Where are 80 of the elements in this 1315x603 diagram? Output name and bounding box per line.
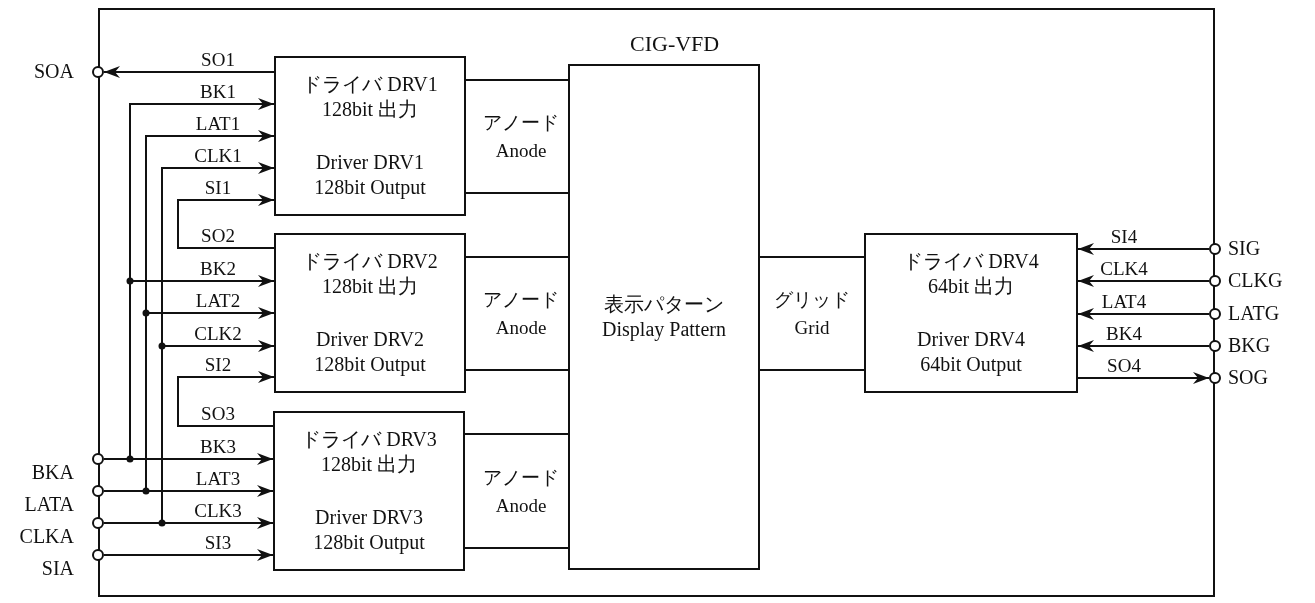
signal-label: LAT2	[195, 290, 241, 312]
signal-label: CLK3	[194, 500, 242, 522]
terminal-label: SOG	[1228, 365, 1268, 390]
signal-label: LAT4	[1101, 291, 1147, 313]
line-type-label: アノード Anode	[482, 466, 560, 518]
connection-line	[465, 256, 569, 258]
signal-arrow	[103, 485, 274, 497]
block-label: Driver DRV2 128bit Output	[313, 327, 427, 377]
signal-label: SI3	[204, 532, 232, 554]
signal-label: LAT1	[195, 113, 241, 135]
driver-block	[274, 233, 466, 393]
terminal-label: BKA	[31, 460, 74, 485]
signal-arrow	[1077, 340, 1210, 352]
terminal-circle	[92, 485, 104, 497]
display-block	[568, 64, 760, 570]
terminal-circle	[92, 517, 104, 529]
signal-label: BK2	[200, 258, 236, 280]
terminal-label: SOA	[34, 59, 74, 84]
signal-label: SI2	[204, 354, 232, 376]
block-label: Driver DRV1 128bit Output	[313, 150, 427, 200]
signal-arrow	[1077, 308, 1210, 320]
signal-arrow	[1077, 372, 1210, 384]
terminal-label: BKG	[1228, 333, 1271, 358]
block-label: ドライバ DRV3 128bit 出力	[300, 427, 438, 477]
frame-label: CIG-VFD	[630, 30, 720, 58]
signal-label: CLK1	[194, 145, 242, 167]
signal-arrow	[177, 371, 275, 427]
terminal-label: CLKA	[19, 524, 74, 549]
terminal-label: SIA	[41, 556, 74, 581]
terminal-label: LATA	[24, 492, 74, 517]
terminal-circle	[92, 453, 104, 465]
signal-arrow	[103, 549, 274, 561]
connection-line	[465, 79, 569, 81]
block-label: 表示パターン Display Pattern	[601, 292, 727, 342]
system-frame	[98, 8, 1215, 597]
connection-line	[464, 547, 569, 549]
driver-block	[274, 56, 466, 216]
block-label: Driver DRV3 128bit Output	[312, 505, 426, 555]
terminal-circle	[1209, 275, 1221, 287]
connection-line	[465, 369, 569, 371]
signal-label: SO3	[201, 403, 235, 425]
block-label: ドライバ DRV1 128bit 出力	[301, 72, 439, 122]
signal-label: SO1	[201, 49, 235, 71]
terminal-circle	[1209, 243, 1221, 255]
signal-label: BK4	[1106, 323, 1142, 345]
connection-line	[759, 256, 865, 258]
connection-line	[464, 433, 569, 435]
terminal-circle	[1209, 308, 1221, 320]
block-label: ドライバ DRV4 64bit 出力	[902, 249, 1040, 299]
terminal-label: SIG	[1228, 236, 1261, 261]
terminal-circle	[1209, 340, 1221, 352]
block-label: Driver DRV4 64bit Output	[916, 327, 1026, 377]
signal-arrow	[103, 517, 274, 529]
signal-label: SO2	[201, 225, 235, 247]
signal-arrow	[1077, 275, 1210, 287]
line-type-label: アノード Anode	[482, 111, 560, 163]
signal-label: BK1	[200, 81, 236, 103]
signal-label: SO4	[1107, 355, 1141, 377]
signal-arrow	[177, 194, 275, 249]
connection-line	[465, 192, 569, 194]
terminal-label: CLKG	[1228, 268, 1283, 293]
driver-block	[864, 233, 1078, 393]
signal-label: CLK4	[1100, 258, 1148, 280]
signal-arrow	[103, 453, 274, 465]
terminal-circle	[1209, 372, 1221, 384]
block-label: ドライバ DRV2 128bit 出力	[301, 249, 439, 299]
signal-label: SI4	[1110, 226, 1138, 248]
signal-arrow	[1077, 243, 1210, 255]
connection-line	[759, 369, 865, 371]
signal-label: LAT3	[195, 468, 241, 490]
signal-arrow	[103, 66, 275, 78]
terminal-label: LATG	[1228, 301, 1280, 326]
terminal-circle	[92, 66, 104, 78]
driver-block	[273, 411, 465, 571]
line-type-label: グリッド Grid	[773, 288, 851, 340]
line-type-label: アノード Anode	[482, 288, 560, 340]
signal-label: SI1	[204, 177, 232, 199]
signal-label: CLK2	[194, 323, 242, 345]
signal-label: BK3	[200, 436, 236, 458]
terminal-circle	[92, 549, 104, 561]
